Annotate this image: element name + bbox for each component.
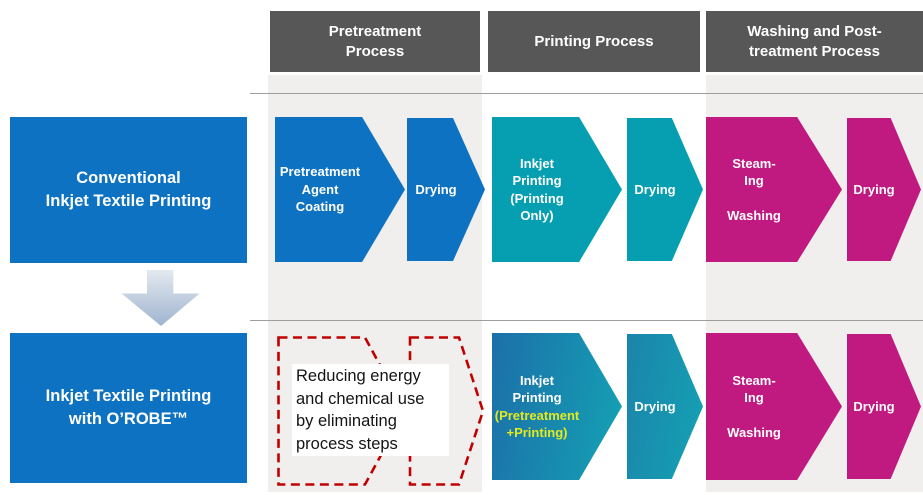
conventional-washing-drying-label: Drying bbox=[853, 181, 895, 197]
conventional-pretreatment-drying-label: Drying bbox=[415, 181, 457, 197]
dashed-step-arrow-outline bbox=[277, 336, 407, 486]
orobe-label-box: Inkjet Textile Printing with O’ROBE™ bbox=[10, 333, 247, 483]
dashed-drying-arrow-outline bbox=[408, 336, 485, 486]
conventional-label-box: Conventional Inkjet Textile Printing bbox=[10, 117, 247, 263]
conventional-washing-step-label: Steam- Ing Washing bbox=[727, 155, 781, 224]
header-printing-process: Printing Process bbox=[488, 11, 700, 72]
reduction-note: Reducing energy and chemical use by elim… bbox=[292, 364, 449, 456]
conventional-printing-step-arrow: Inkjet Printing (Printing Only) bbox=[492, 117, 622, 262]
top-divider-line bbox=[250, 93, 923, 94]
orobe-printing-step-highlight-label: (Pretreatment +Printing) bbox=[494, 407, 580, 441]
orobe-washing-drying-label: Drying bbox=[853, 398, 895, 414]
middle-divider-line bbox=[250, 320, 923, 321]
orobe-printing-drying-arrow: Drying bbox=[627, 334, 703, 479]
conventional-pretreatment-step-label: Pretreatment Agent Coating bbox=[279, 164, 361, 215]
eliminated-steps-dashed-outline bbox=[277, 336, 485, 486]
header-washing-posttreatment-process: Washing and Post- treatment Process bbox=[706, 11, 923, 72]
orobe-printing-step-arrow: Inkjet Printing (Pretreatment +Printing) bbox=[492, 333, 622, 480]
orobe-printing-drying-label: Drying bbox=[634, 398, 676, 414]
conventional-printing-drying-label: Drying bbox=[634, 181, 676, 197]
header-pretreatment-process: Pretreatment Process bbox=[270, 11, 480, 72]
down-arrow-icon bbox=[121, 270, 200, 326]
orobe-washing-step-label: Steam- Ing Washing bbox=[727, 372, 781, 441]
conventional-printing-drying-arrow: Drying bbox=[627, 118, 703, 261]
conventional-printing-step-label: Inkjet Printing (Printing Only) bbox=[510, 155, 564, 224]
orobe-printing-step-label: Inkjet Printing bbox=[512, 372, 562, 406]
